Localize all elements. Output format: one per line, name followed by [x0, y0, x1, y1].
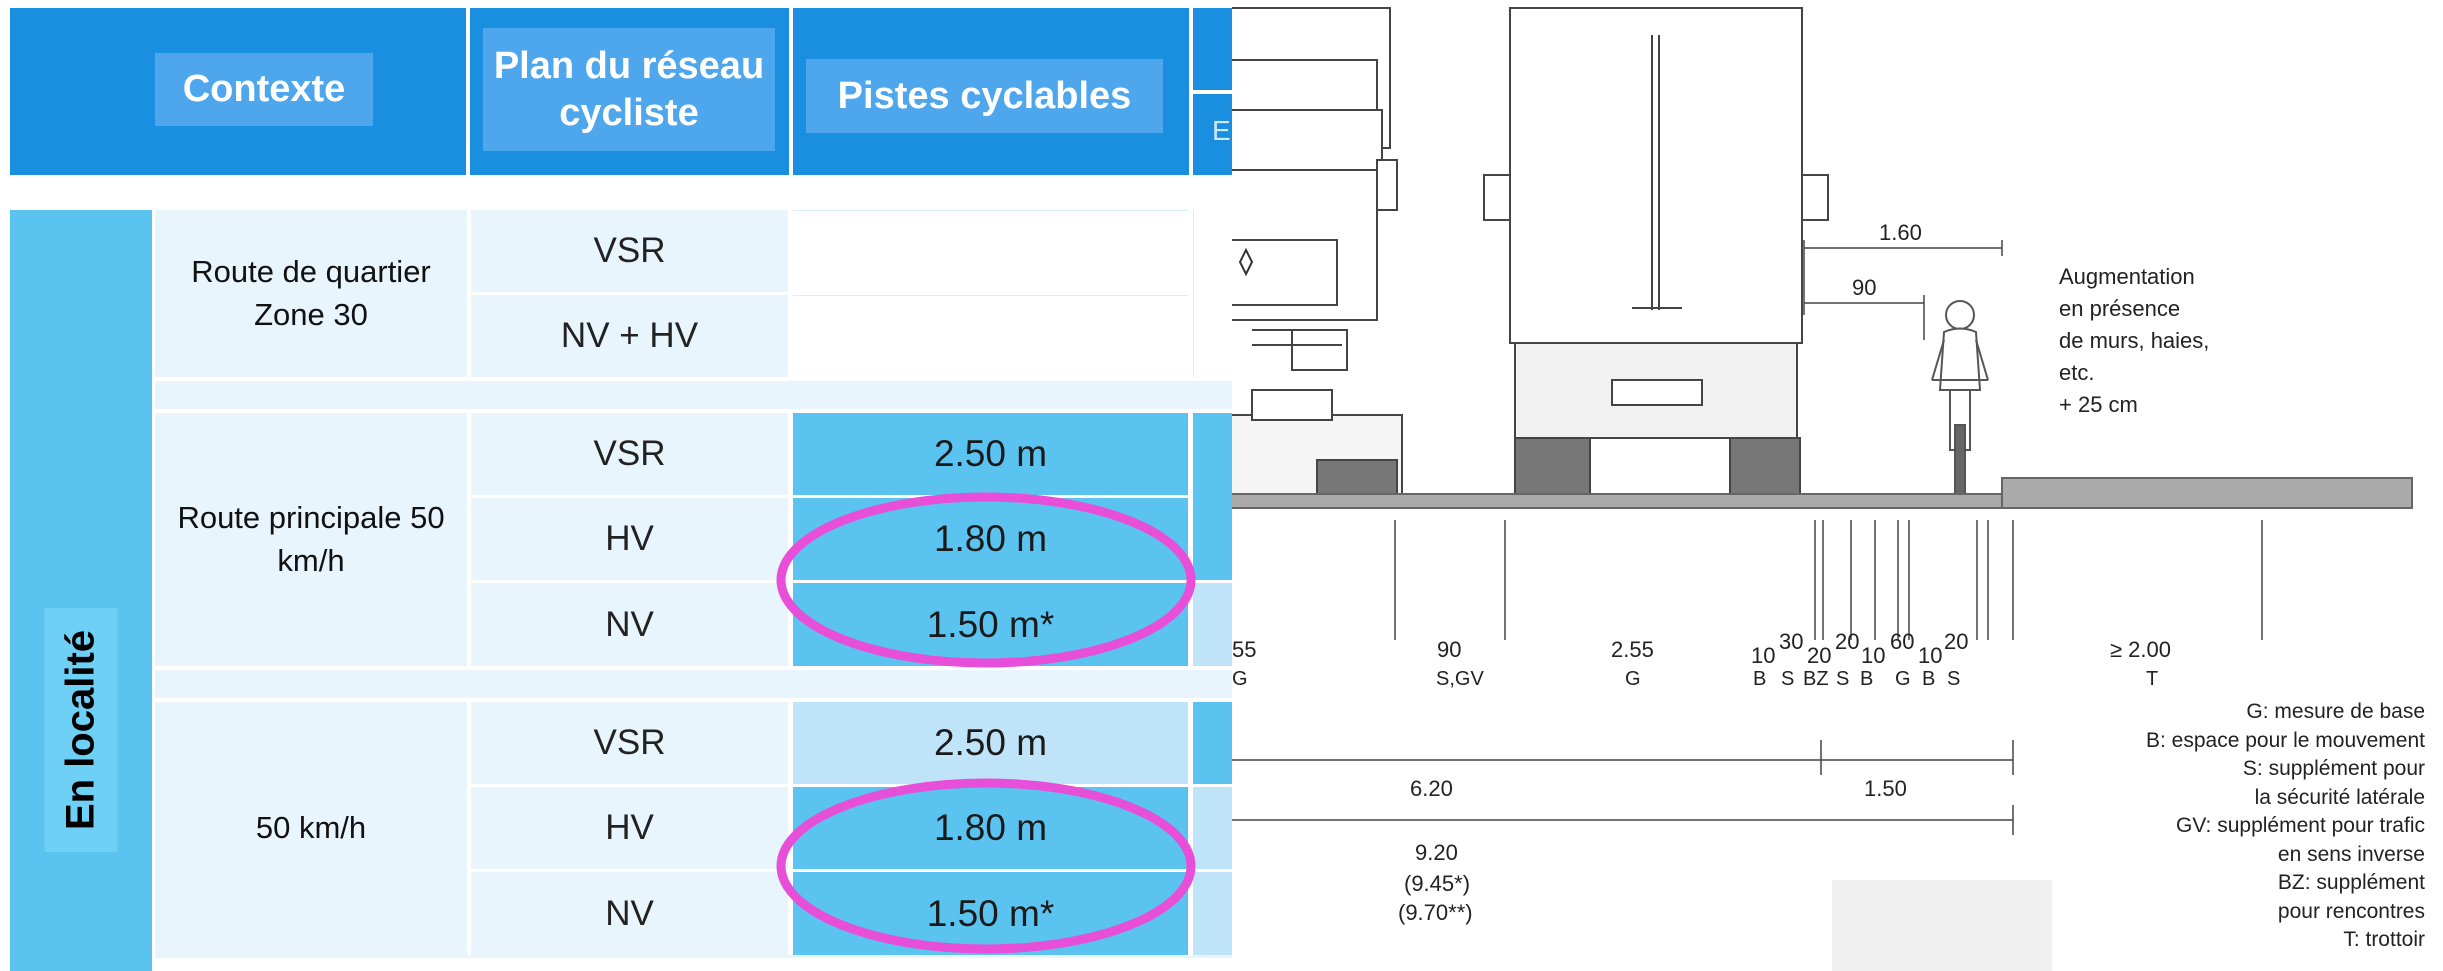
legend-line: B: espace pour le mouvement [2146, 728, 2425, 752]
segment-tick-lines [1394, 520, 2263, 640]
segment-code: B [1922, 668, 1936, 690]
bike-lane-table: E Contexte Plan du réseau cycliste Piste… [10, 8, 1232, 971]
highlight-ellipse [776, 492, 1196, 668]
cut-cell [1193, 872, 1232, 955]
total-9-20: 9.20 [1415, 840, 1458, 865]
header-plan-reseau: Plan du réseau cycliste [483, 28, 775, 151]
legend-line: la sécurité latérale [2254, 785, 2425, 809]
context-cell: Route de quartier Zone 30 [155, 210, 467, 377]
sidewalk-block [2001, 477, 2413, 509]
legend-line: GV: supplément pour trafic [2175, 814, 2425, 838]
plan-cell: VSR [471, 413, 788, 495]
note-line: + 25 cm [2059, 392, 2138, 417]
segment-value: ≥ 2.00 [2110, 637, 2172, 662]
legend-line: en sens inverse [2277, 842, 2425, 866]
dim-90: 90 [1852, 275, 1877, 300]
header-divider [1189, 8, 1193, 175]
header-pistes-cyclables: Pistes cyclables [806, 59, 1163, 133]
highlight-overlay [776, 492, 1196, 954]
context-cell: 50 km/h [155, 702, 467, 955]
truck-logo-icon [1238, 247, 1254, 277]
cut-cell [1193, 583, 1232, 666]
segment-value: 10 [1751, 643, 1776, 668]
header-contexte: Contexte [155, 53, 373, 126]
header-divider [466, 8, 470, 175]
truck-right-drawing [1483, 7, 1829, 497]
legend-line: G: mesure de base [2246, 700, 2425, 723]
total-1-50: 1.50 [1864, 776, 1907, 801]
total-9-45: (9.45*) [1404, 871, 1471, 896]
plan-cell: HV [471, 498, 788, 580]
plan-cell: VSR [471, 210, 788, 292]
dim-1-60: 1.60 [1879, 220, 1922, 245]
row-separator [155, 670, 1232, 698]
header-cut-letter: E [1212, 115, 1231, 146]
segment-value: 60 [1890, 629, 1915, 654]
cut-cell [1193, 413, 1232, 580]
total-6-20: 6.20 [1410, 776, 1453, 801]
segment-value: 20 [1807, 643, 1832, 668]
segment-code: S [1947, 668, 1961, 690]
cut-cell [1193, 210, 1232, 377]
segment-value: 20 [1944, 629, 1969, 654]
segment-value: 30 [1779, 629, 1804, 654]
segment-code: B [1860, 668, 1874, 690]
note-line: Augmentation [2059, 264, 2195, 289]
legend: G: mesure de base B: espace pour le mouv… [2025, 698, 2425, 955]
segment-value: 55 [1232, 637, 1257, 662]
segment-value: 10 [1918, 643, 1943, 668]
value-cell [793, 295, 1188, 377]
diagram-drawing [1232, 7, 2413, 971]
plan-cell: NV [471, 872, 788, 955]
truck-left-drawing [1232, 7, 1403, 501]
road-surface [1232, 493, 2013, 509]
cross-section-diagram: 1.60 90 Augmentation en présence de murs… [1232, 0, 2443, 971]
legend-line: pour rencontres [2277, 899, 2425, 923]
legend-line: S: supplément pour [2242, 757, 2425, 781]
header-divider [789, 8, 793, 175]
value-cell: 2.50 m [793, 702, 1188, 784]
segment-code: S [1836, 668, 1850, 690]
segment-code: S,GV [1436, 668, 1484, 690]
value-cell: 1.50 m* [793, 872, 1188, 955]
cut-cell [1193, 787, 1232, 869]
cut-cell [1193, 702, 1232, 784]
plan-cell: NV + HV [471, 295, 788, 377]
value-cell: 1.50 m* [793, 583, 1188, 666]
plan-cell: VSR [471, 702, 788, 784]
segment-code: BZ [1803, 668, 1829, 690]
segment-code: B [1753, 668, 1767, 690]
segment-value: 10 [1861, 643, 1886, 668]
segment-value: 2.55 [1611, 637, 1654, 662]
total-dimension-lines [1232, 740, 2014, 835]
value-cell [793, 210, 1188, 292]
table-bottom-line [155, 955, 1232, 958]
context-cell: Route principale 50 km/h [155, 413, 467, 666]
top-dimension-lines [1803, 240, 2003, 340]
bottom-shading [1832, 880, 2052, 971]
legend-line: BZ: supplément [2277, 871, 2425, 895]
note-line: en présence [2059, 296, 2181, 321]
plan-cell: NV [471, 583, 788, 666]
note-line: de murs, haies, [2059, 328, 2210, 353]
plan-cell: HV [471, 787, 788, 869]
row-separator [155, 381, 1232, 409]
segment-code: G [1625, 668, 1641, 690]
value-cell: 2.50 m [793, 413, 1188, 495]
segment-code: T [2146, 668, 2159, 690]
segment-code: S [1781, 668, 1795, 690]
highlight-ellipse [776, 778, 1196, 954]
note-line: etc. [2059, 360, 2095, 385]
segment-value: 20 [1835, 629, 1860, 654]
bicycle-rider-icon [1931, 300, 1989, 496]
legend-line: T: trottoir [2343, 928, 2425, 952]
total-9-70: (9.70**) [1398, 900, 1473, 925]
segment-value: 90 [1437, 637, 1462, 662]
segment-code: G [1232, 668, 1248, 690]
segment-code: G [1895, 668, 1911, 690]
header-subdivider [1193, 90, 1232, 94]
